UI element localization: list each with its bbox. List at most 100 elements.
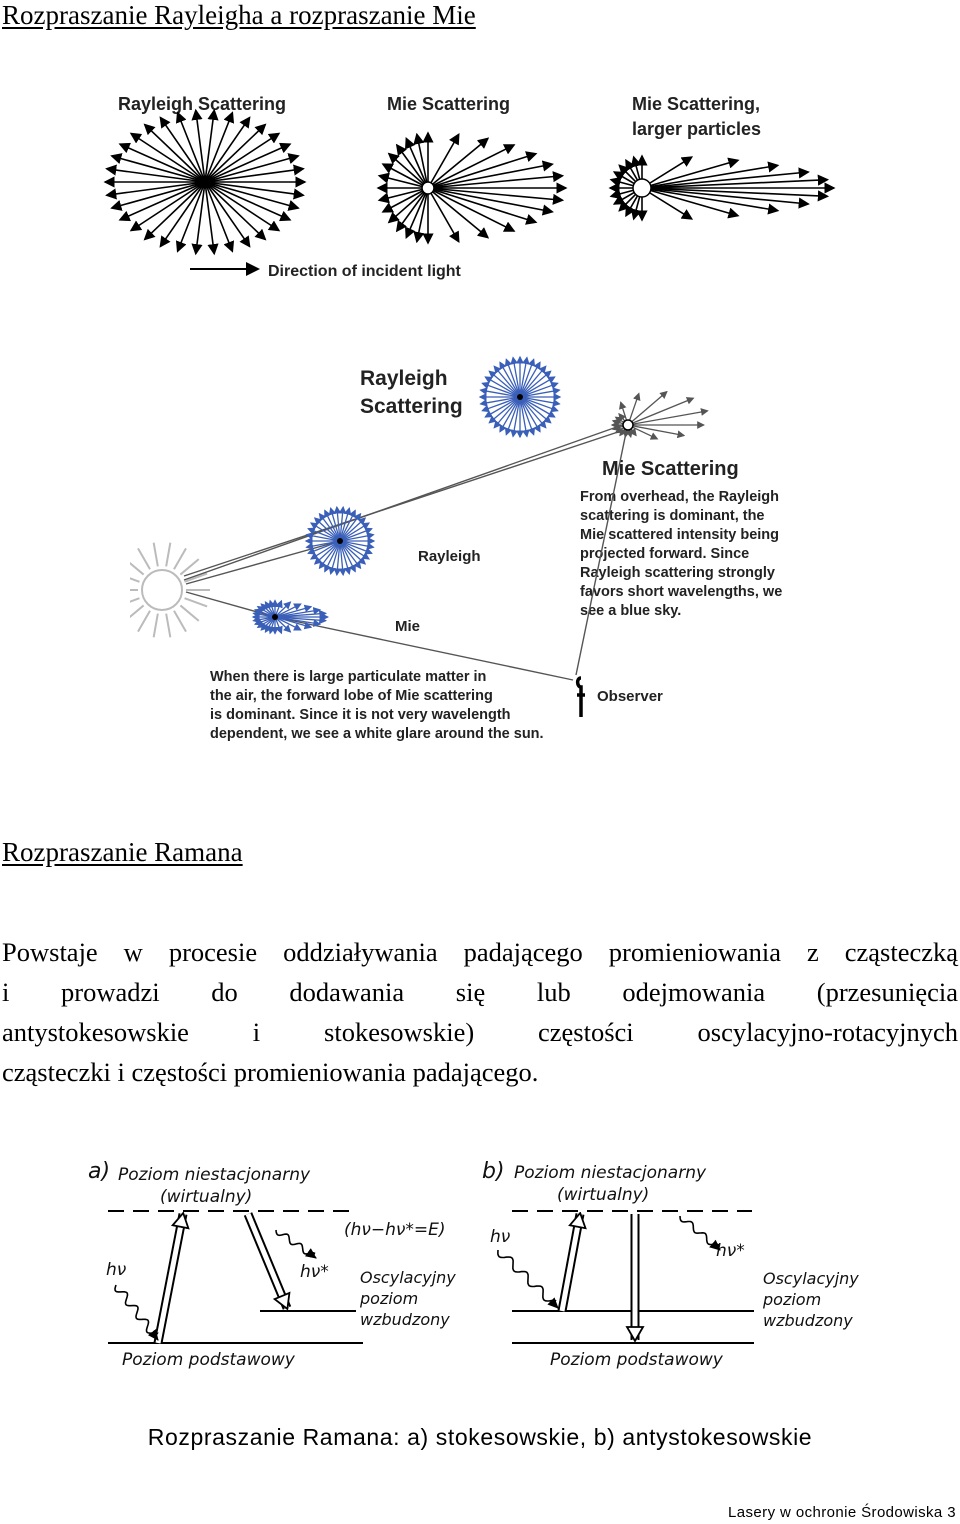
- mie-ray: [405, 187, 429, 240]
- rayleigh-ray: [204, 108, 219, 183]
- light-path: [183, 422, 629, 581]
- scatter-ray: [493, 365, 521, 398]
- scatter-ray: [313, 540, 341, 565]
- diagram-a-hv-star: hν*: [300, 1262, 329, 1282]
- scatter-ray: [339, 540, 367, 565]
- rayleigh-ray: [105, 164, 206, 183]
- scatter-ray: [339, 540, 356, 573]
- mie-ray: [387, 152, 429, 189]
- scatter-ray: [519, 396, 530, 438]
- mie-ray: [427, 132, 460, 189]
- rayleigh-ray: [204, 132, 281, 183]
- diagram-b-excited-3: wzbudzony: [763, 1311, 853, 1330]
- mie-ray: [427, 144, 516, 189]
- raman-diagrams: a) Poziom niestacjonarny (wirtualny) (hν…: [88, 1159, 859, 1370]
- scatter-ray: [339, 527, 373, 542]
- mie-ray: [381, 163, 429, 189]
- rayleigh-ray: [204, 142, 292, 183]
- mie-large-ray: [641, 187, 830, 202]
- diagram-b-excitation-arrow-inner: [559, 1214, 580, 1312]
- mie-ray: [427, 187, 460, 244]
- mie-ray: [387, 187, 429, 224]
- mie-ray: [405, 136, 429, 189]
- rayleigh-ray: [191, 108, 206, 183]
- diagram-a-tag: a): [88, 1159, 110, 1184]
- scatter-ray: [328, 507, 341, 542]
- mie-burst: [376, 131, 568, 245]
- page-footer: Lasery w ochronie Środowiska 3: [728, 1504, 956, 1521]
- scatter-ray: [504, 358, 521, 398]
- diagram-a-excited-3: wzbudzony: [360, 1310, 450, 1329]
- rayleigh-ray: [204, 181, 281, 232]
- scatter-ray: [274, 604, 313, 618]
- scatter-ray: [519, 396, 556, 418]
- scatter-ray: [305, 532, 341, 542]
- scatter-ray: [339, 507, 352, 542]
- sun-ray: [173, 547, 187, 570]
- description-line-3: antystokesowskie i stokesowskie) częstoś…: [2, 1017, 958, 1047]
- diagram-a-hv: hν: [106, 1260, 127, 1280]
- label-mie-large-1: Mie Scattering,: [632, 94, 760, 114]
- scatter-ray: [307, 540, 341, 555]
- label-rayleigh-sky-1: Rayleigh: [360, 367, 448, 390]
- description-line-4: cząsteczki i częstości promieniowania pa…: [2, 1057, 539, 1087]
- sky-drawing: [130, 355, 709, 717]
- mie-ray: [377, 187, 429, 204]
- mie-ray: [377, 172, 429, 189]
- sun-ray: [165, 542, 172, 567]
- diagram-a-incident-wave: [114, 1284, 159, 1341]
- diagram-a-scattered-wave: [275, 1229, 317, 1259]
- rayleigh-ray: [204, 181, 292, 222]
- sun-ray: [165, 613, 172, 638]
- mie-ray: [427, 187, 538, 225]
- scatter-ray: [479, 396, 521, 407]
- particulate-line-1: When there is large particulate matter i…: [210, 669, 486, 685]
- scatter-ray: [519, 396, 561, 407]
- scatter-ray: [274, 609, 328, 618]
- label-rayleigh-small: Rayleigh: [418, 548, 481, 565]
- scatter-ray: [339, 540, 362, 570]
- scatter-ray: [274, 616, 322, 627]
- scatter-ray: [519, 396, 552, 424]
- scatter-ray: [479, 387, 521, 398]
- mie-ray: [427, 137, 490, 189]
- scattering-patterns-figure: Rayleigh Scattering Mie Scattering Mie S…: [103, 94, 836, 280]
- rayleigh-ray: [204, 181, 251, 248]
- scatter-ray: [519, 361, 541, 398]
- scatter-ray: [274, 601, 292, 618]
- mie-ray: [427, 187, 490, 239]
- scatter-ray: [309, 522, 341, 542]
- label-mie-scattering: Mie Scattering: [387, 94, 510, 114]
- diagram-b-virtual-1: Poziom niestacjonarny: [514, 1163, 707, 1183]
- description-line-2: i prowadzi do dodawania się lub odejmowa…: [2, 977, 958, 1007]
- sun-ray: [152, 613, 159, 638]
- scatter-ray: [504, 396, 521, 436]
- label-mie-large-2: larger particles: [632, 119, 761, 139]
- scatter-ray: [333, 540, 342, 577]
- mie-ray: [427, 187, 565, 205]
- diagram-a-excited-1: Oscylacyjny: [360, 1268, 456, 1287]
- raman-description: Powstaje w procesie oddziaływania padają…: [2, 932, 958, 1092]
- sun-disc: [141, 569, 183, 611]
- rayleigh-ray: [204, 181, 219, 256]
- scatter-ray: [274, 603, 302, 618]
- mie-large-ray: [641, 187, 780, 215]
- mie-large-ray: [641, 157, 740, 189]
- rayleigh-ray: [204, 116, 251, 183]
- scatter-ray: [318, 540, 341, 570]
- scatter-ray: [260, 603, 276, 618]
- scatter-ray: [519, 358, 536, 398]
- mie-ray: [381, 187, 429, 213]
- scatter-ray: [274, 616, 313, 630]
- scatter-ray: [339, 540, 373, 555]
- sky-scattering-figure: Rayleigh Scattering Mie Scattering From …: [130, 355, 782, 742]
- scatter-ray: [339, 540, 352, 575]
- scatter-ray: [338, 540, 347, 577]
- sun-ray: [173, 610, 187, 633]
- rayleigh-burst: [103, 108, 307, 256]
- rayleigh-ray: [204, 153, 300, 183]
- diagram-b-hv: hν: [490, 1227, 511, 1247]
- scatter-ray: [519, 370, 552, 398]
- diagram-b-incident-wave: [497, 1249, 559, 1309]
- scatter-ray: [519, 396, 541, 433]
